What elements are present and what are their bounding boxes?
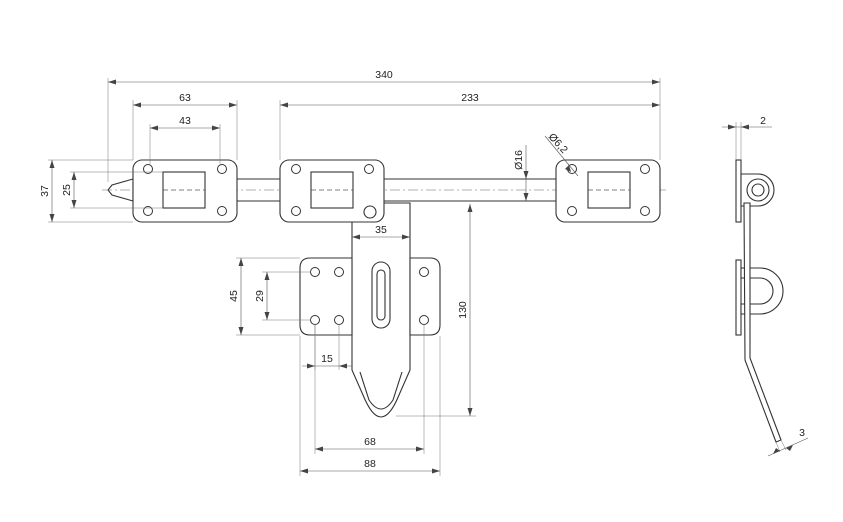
hole — [310, 267, 320, 277]
hole — [419, 267, 429, 277]
hole — [217, 206, 227, 216]
side-hasp-strip — [743, 202, 782, 443]
label-plate-inner-span: 43 — [179, 115, 191, 127]
hasp-slot — [371, 261, 391, 329]
dim-rod-diameter: Ø16 — [513, 145, 529, 201]
label-overall-length: 340 — [375, 69, 393, 81]
label-lower-plate-height: 45 — [228, 290, 240, 302]
label-hasp-width: 35 — [375, 224, 387, 236]
side-staple — [740, 267, 784, 315]
hasp-tongue — [351, 202, 411, 418]
hole — [217, 164, 227, 174]
hole — [567, 206, 577, 216]
hole — [334, 267, 344, 277]
dim-bar-span: 233 — [279, 92, 660, 160]
label-hole-diameter: Ø6,2 — [546, 131, 570, 156]
hole — [310, 315, 320, 325]
dim-plate-hole-span: 63 — [132, 92, 238, 160]
dim-plate-height-outer: 37 — [39, 159, 133, 223]
dim-lower-plate-height: 45 — [228, 257, 300, 336]
hole — [143, 164, 153, 174]
plate-left — [132, 159, 238, 223]
side-rod-section — [746, 178, 770, 202]
label-hasp-thickness: 3 — [799, 427, 805, 439]
dim-lower-plate-width: 88 — [299, 336, 441, 476]
hole — [364, 164, 374, 174]
dim-plate-height-inner: 25 — [61, 171, 163, 209]
label-plate-hole-span: 63 — [179, 92, 191, 104]
dim-lower-hole-span-horizontal: 68 — [314, 324, 425, 454]
handle-pivot — [363, 205, 377, 219]
hole — [640, 206, 650, 216]
hole — [640, 164, 650, 174]
dim-hasp-thickness: 3 — [767, 427, 809, 457]
plate-right — [555, 159, 661, 223]
lower-plate — [299, 257, 441, 336]
side-view: 2 3 — [722, 115, 809, 457]
label-lower-hole-span-vertical: 29 — [254, 290, 266, 302]
dim-plate-inner-span: 43 — [149, 115, 221, 164]
label-lower-plate-width: 88 — [364, 458, 376, 470]
label-plate-thickness: 2 — [760, 115, 766, 127]
dim-hasp-length: 130 — [396, 204, 476, 417]
hole — [291, 164, 301, 174]
side-lower-plate — [735, 259, 742, 336]
hole — [419, 315, 429, 325]
dim-hasp-width: 35 — [352, 224, 410, 240]
label-lower-hole-span-horizontal: 68 — [364, 436, 376, 448]
dim-lower-hole-span-vertical: 29 — [254, 271, 311, 321]
label-plate-height-inner: 25 — [61, 184, 73, 196]
hole — [291, 206, 301, 216]
label-hole-offset: 15 — [321, 353, 333, 365]
dim-plate-thickness: 2 — [722, 115, 772, 160]
side-upper-plate — [735, 159, 742, 223]
plate-middle — [279, 159, 385, 223]
dim-overall-length: 340 — [107, 69, 661, 182]
label-plate-height-outer: 37 — [39, 185, 51, 197]
hole — [143, 206, 153, 216]
label-rod-diameter: Ø16 — [513, 150, 525, 170]
front-view: 340 63 43 233 — [39, 69, 666, 476]
hole — [334, 315, 344, 325]
label-hasp-length: 130 — [457, 301, 469, 319]
label-bar-span: 233 — [461, 92, 479, 104]
